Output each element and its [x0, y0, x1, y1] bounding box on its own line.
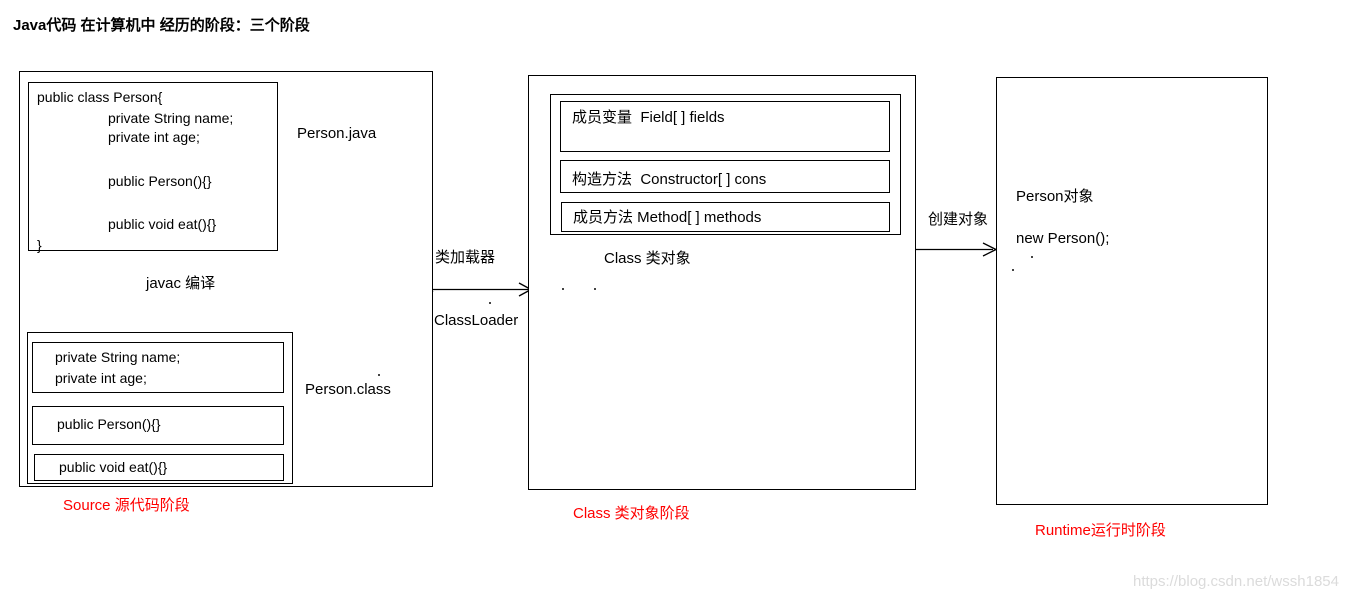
new-person-code: new Person(); [1016, 230, 1110, 247]
class-constructors-text: 构造方法 Constructor[ ] cons [572, 171, 767, 188]
class-methods-box: 成员方法 Method[ ] methods [561, 202, 890, 232]
bytecode-fields-box: private String name; private int age; [32, 342, 284, 393]
runtime-stage-box: Person对象 new Person(); [996, 77, 1268, 505]
classloader-label-cn: 类加载器 [435, 249, 496, 266]
code-line: } [37, 237, 42, 253]
person-java-label: Person.java [297, 125, 377, 142]
code-line: public void eat(){} [59, 459, 168, 475]
code-line: private int age; [55, 370, 147, 386]
stray-dot [1031, 256, 1033, 258]
stray-dot [562, 288, 564, 290]
bytecode-constructor-box: public Person(){} [32, 406, 284, 445]
page-title: Java代码 在计算机中 经历的阶段：三个阶段 [13, 17, 310, 34]
create-object-arrow [915, 242, 997, 257]
stray-dot [489, 302, 491, 304]
runtime-stage-label: Runtime运行时阶段 [1035, 522, 1166, 539]
stray-dot [594, 288, 596, 290]
stray-dot [378, 374, 380, 376]
classloader-label-en: ClassLoader [434, 312, 519, 329]
code-line: public void eat(){} [108, 216, 217, 232]
code-line: public Person(){} [57, 416, 161, 432]
class-members-text: 成员变量 Field[ ] fields [572, 109, 725, 126]
code-line: private String name; [108, 110, 234, 126]
person-java-code-box: public class Person{ private String name… [28, 82, 278, 253]
class-object-box: 成员变量 Field[ ] fields 构造方法 Constructor[ ]… [550, 94, 901, 235]
class-methods-text: 成员方法 Method[ ] methods [573, 209, 762, 226]
code-line: public class Person{ [37, 89, 163, 105]
class-members-box: 成员变量 Field[ ] fields [560, 101, 890, 152]
person-class-label: Person.class [305, 381, 391, 398]
person-object-label: Person对象 [1016, 188, 1094, 205]
class-stage-label: Class 类对象阶段 [573, 505, 690, 522]
code-line: private int age; [108, 129, 200, 145]
bytecode-method-box: public void eat(){} [34, 454, 284, 481]
code-line: private String name; [55, 349, 181, 365]
class-constructors-box: 构造方法 Constructor[ ] cons [560, 160, 890, 193]
watermark: https://blog.csdn.net/wssh1854 [1133, 573, 1339, 590]
class-object-label: Class 类对象 [604, 250, 691, 267]
code-line: public Person(){} [108, 173, 212, 189]
classloader-arrow [432, 282, 532, 297]
javac-compile-label: javac 编译 [146, 275, 216, 292]
stray-dot [1012, 269, 1014, 271]
class-stage-box: 成员变量 Field[ ] fields 构造方法 Constructor[ ]… [528, 75, 916, 490]
create-object-label: 创建对象 [928, 211, 989, 228]
person-class-bytecode-box: private String name; private int age; pu… [27, 332, 293, 484]
source-stage-label: Source 源代码阶段 [63, 497, 190, 514]
